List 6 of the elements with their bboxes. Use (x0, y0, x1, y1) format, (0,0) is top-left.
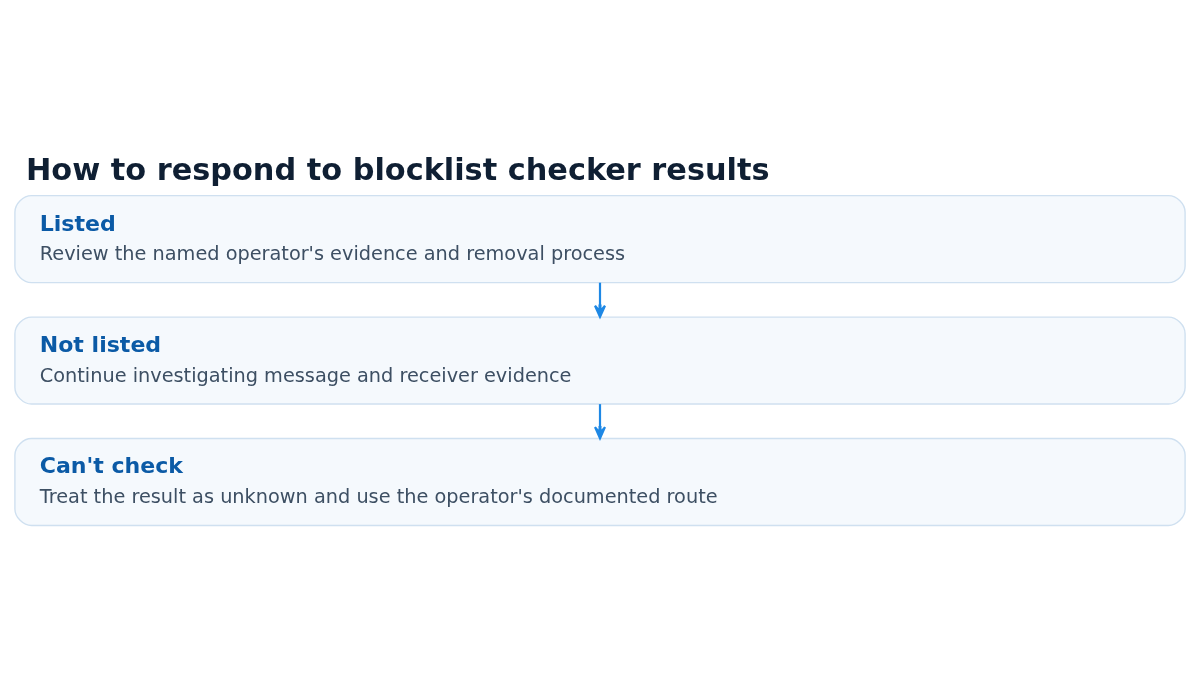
node-box: Not listed Continue investigating message and receiver evidence (14, 315, 1186, 405)
arrow (593, 403, 607, 439)
node-box: Listed Review the named operator's evidence and removal process (14, 194, 1186, 283)
arrow (593, 282, 607, 318)
diagram-title: How to respond to blocklist checker results (25, 151, 770, 187)
node-box: Can't check Treat the result as unknown and use the operator's documented route (14, 437, 1186, 526)
